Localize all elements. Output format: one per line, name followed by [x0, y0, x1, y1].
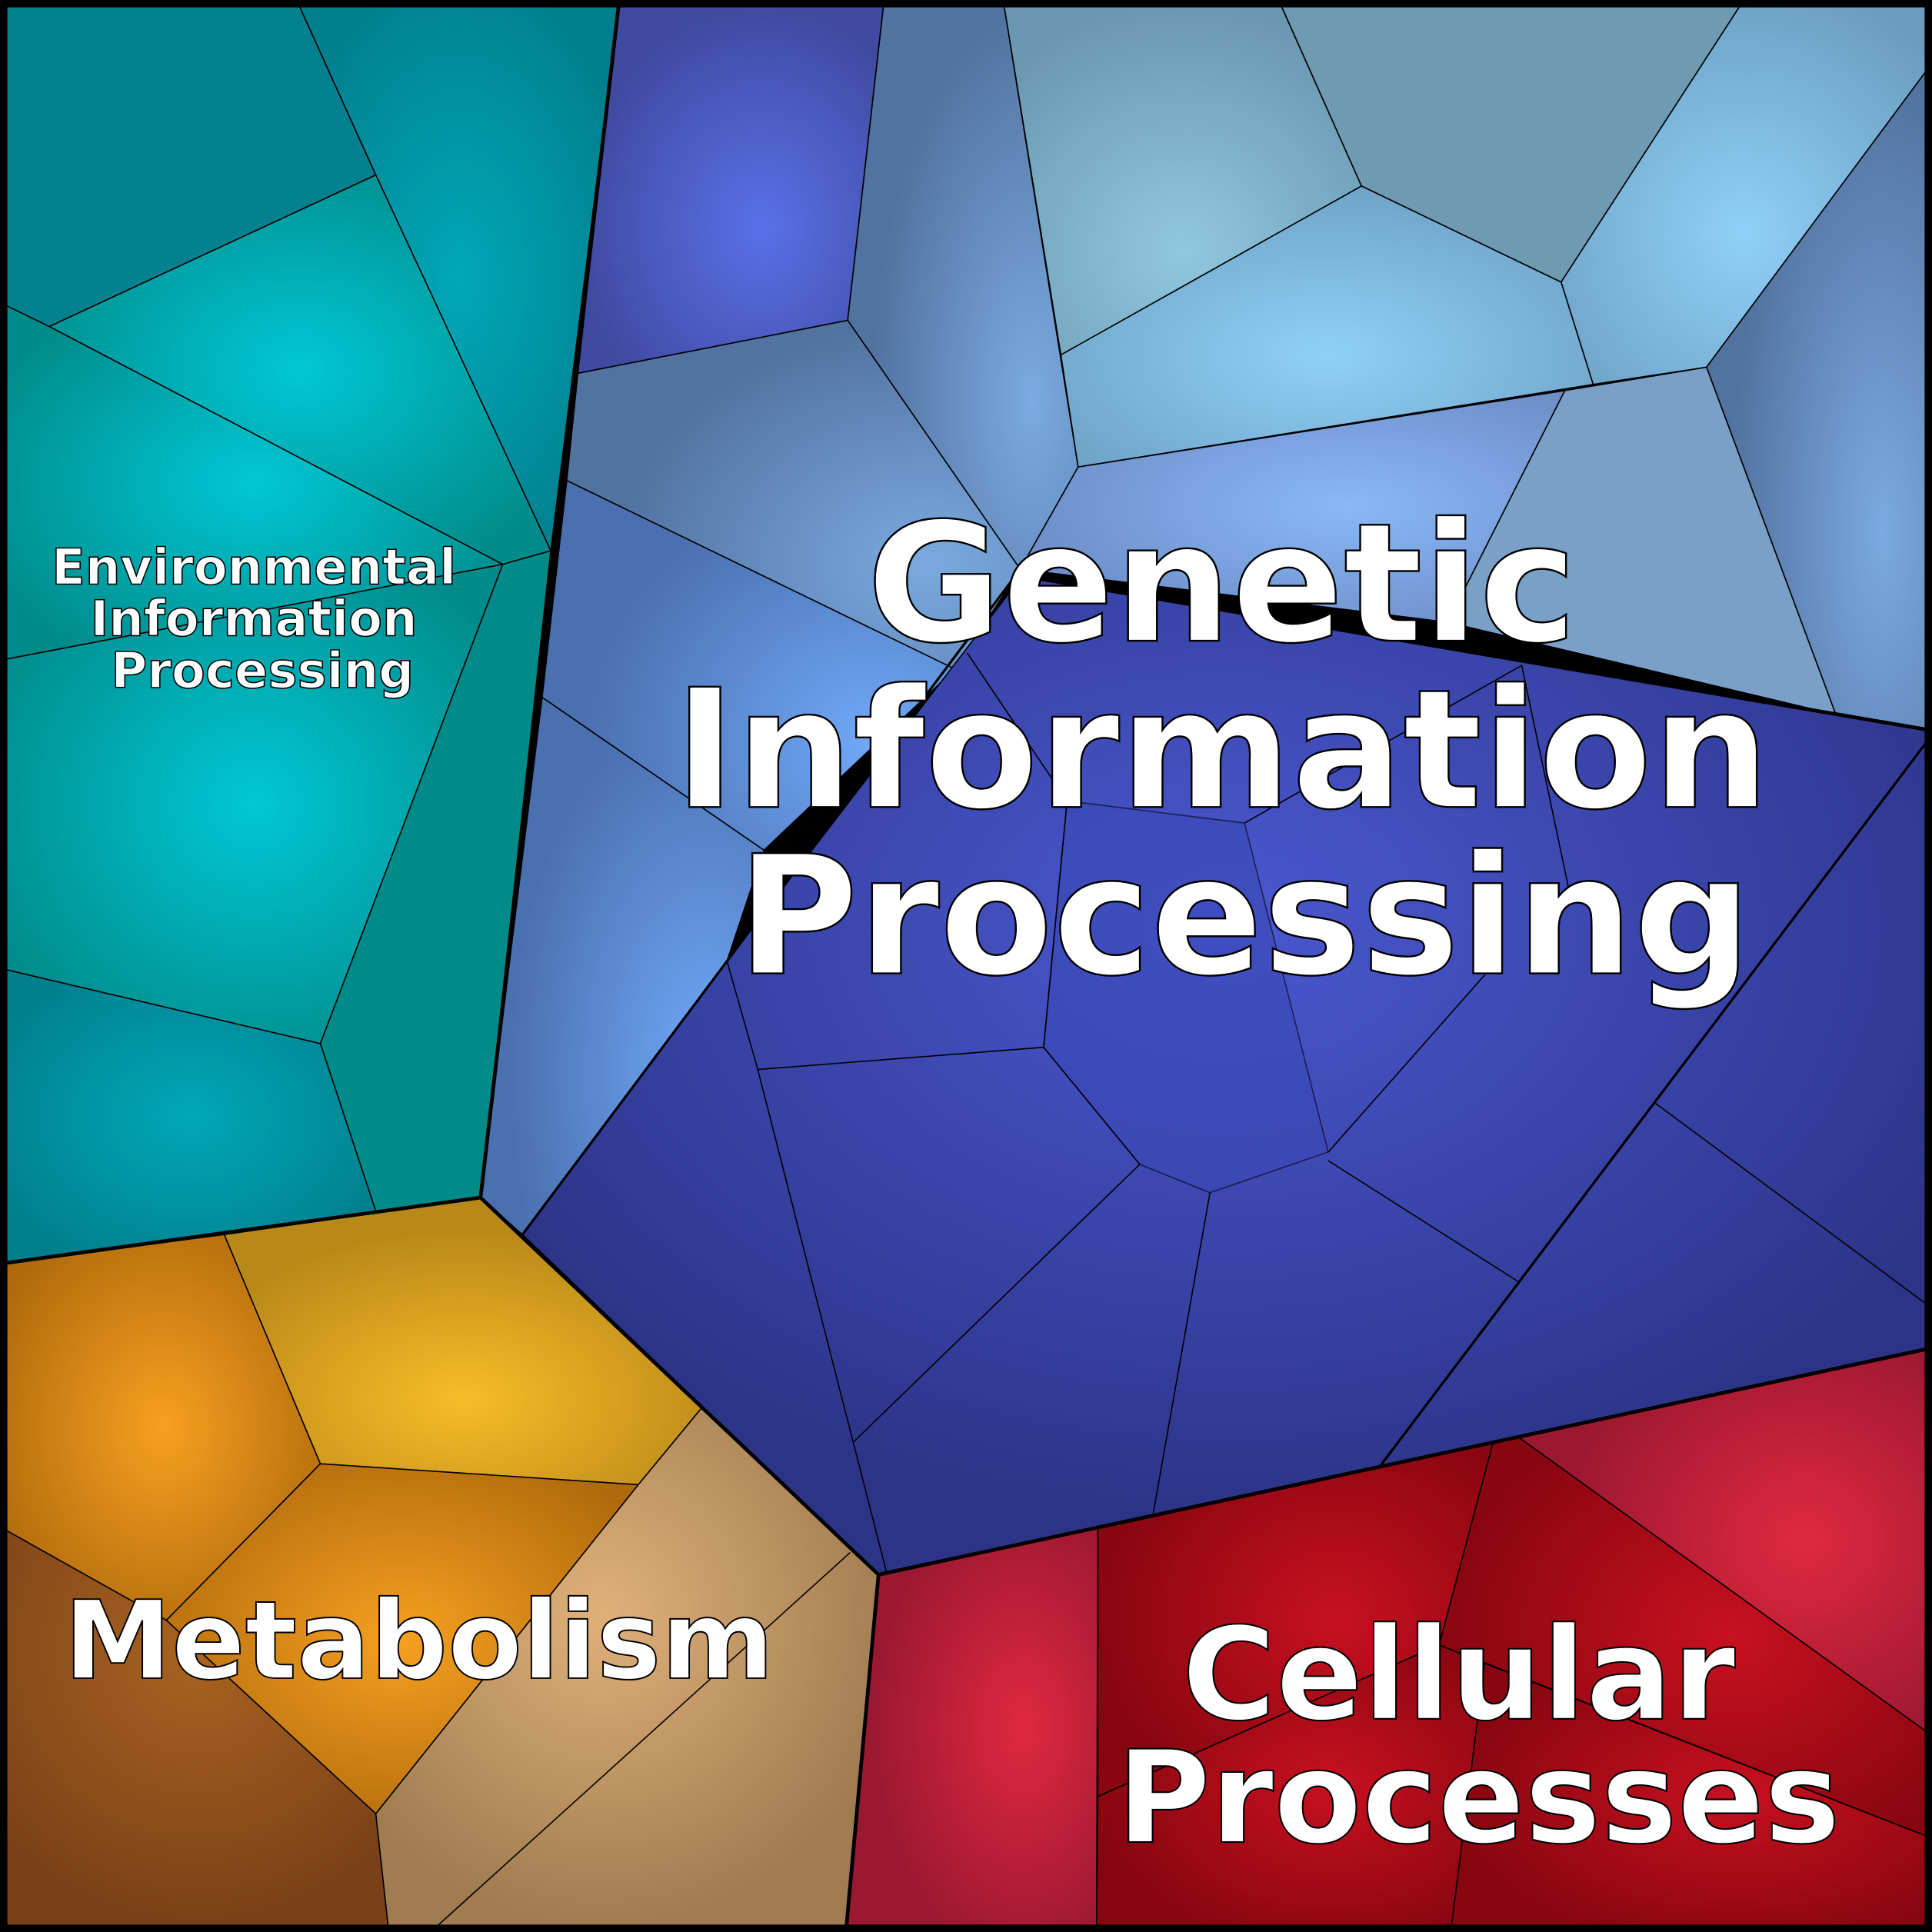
region-metabolism [5, 1197, 880, 1927]
label-environmental: Environmental Information Processing [52, 539, 473, 700]
label-genetic: Genetic Information Processing [675, 488, 1827, 1013]
label-cellular: Cellular Processes [1117, 1601, 1840, 1873]
region-cellular [845, 1348, 1927, 1927]
region-environmental [5, 5, 620, 1264]
label-metabolism: Metabolism [64, 1578, 774, 1704]
region-genetic [479, 5, 1927, 1576]
